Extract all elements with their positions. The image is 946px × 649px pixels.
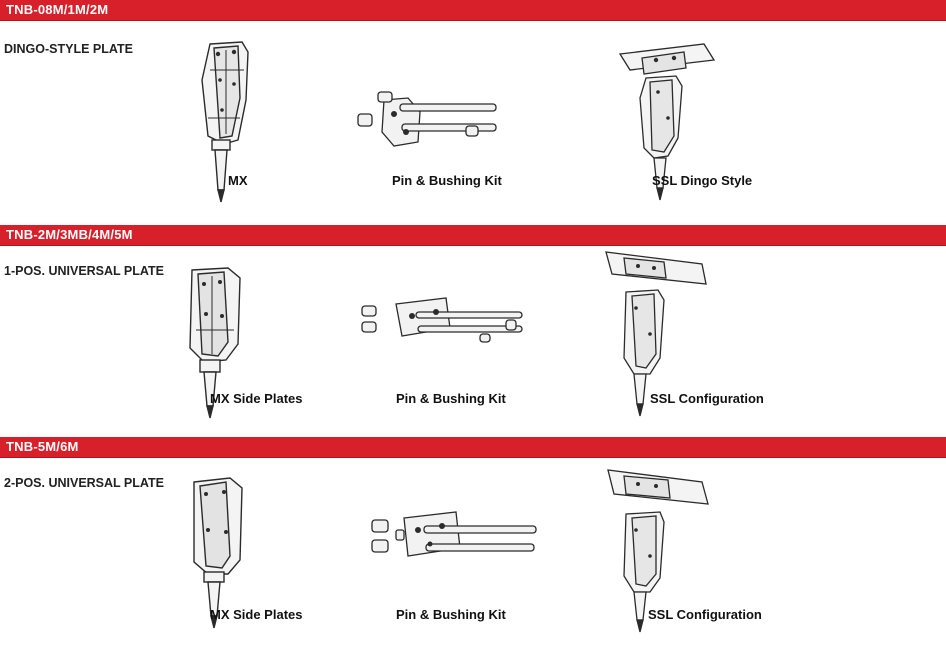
plate-type-label: 1-POS. UNIVERSAL PLATE: [4, 264, 164, 278]
section-title: TNB-2M/3MB/4M/5M: [6, 227, 133, 242]
section-header-band: TNB-5M/6M: [0, 437, 946, 458]
section-header-band: TNB-08M/1M/2M: [0, 0, 946, 21]
item-caption: SSL Dingo Style: [652, 173, 753, 188]
mx-side-plates-illustration: [180, 474, 260, 634]
ssl-dingo-style-illustration: [612, 38, 722, 208]
item-caption: Pin & Bushing Kit: [396, 391, 506, 406]
ssl-configuration-illustration: [602, 248, 722, 420]
item-caption: MX: [228, 173, 248, 188]
section-title: TNB-5M/6M: [6, 439, 79, 454]
ssl-configuration-illustration: [602, 464, 722, 636]
item-caption: Pin & Bushing Kit: [396, 607, 506, 622]
item-caption: SSL Configuration: [650, 391, 764, 406]
plate-type-label: DINGO-STYLE PLATE: [4, 42, 133, 56]
item-caption: SSL Configuration: [648, 607, 762, 622]
pin-bushing-kit-illustration: [364, 508, 544, 578]
item-caption: Pin & Bushing Kit: [392, 173, 502, 188]
pin-bushing-kit-illustration: [354, 91, 514, 162]
plate-type-label: 2-POS. UNIVERSAL PLATE: [4, 476, 164, 490]
mx-side-plates-illustration: [176, 264, 256, 424]
item-caption: MX Side Plates: [210, 391, 303, 406]
mx-breaker-illustration: [188, 40, 258, 210]
item-caption: MX Side Plates: [210, 607, 303, 622]
section-title: TNB-08M/1M/2M: [6, 2, 109, 17]
section-header-band: TNB-2M/3MB/4M/5M: [0, 225, 946, 246]
pin-bushing-kit-illustration: [356, 292, 536, 358]
